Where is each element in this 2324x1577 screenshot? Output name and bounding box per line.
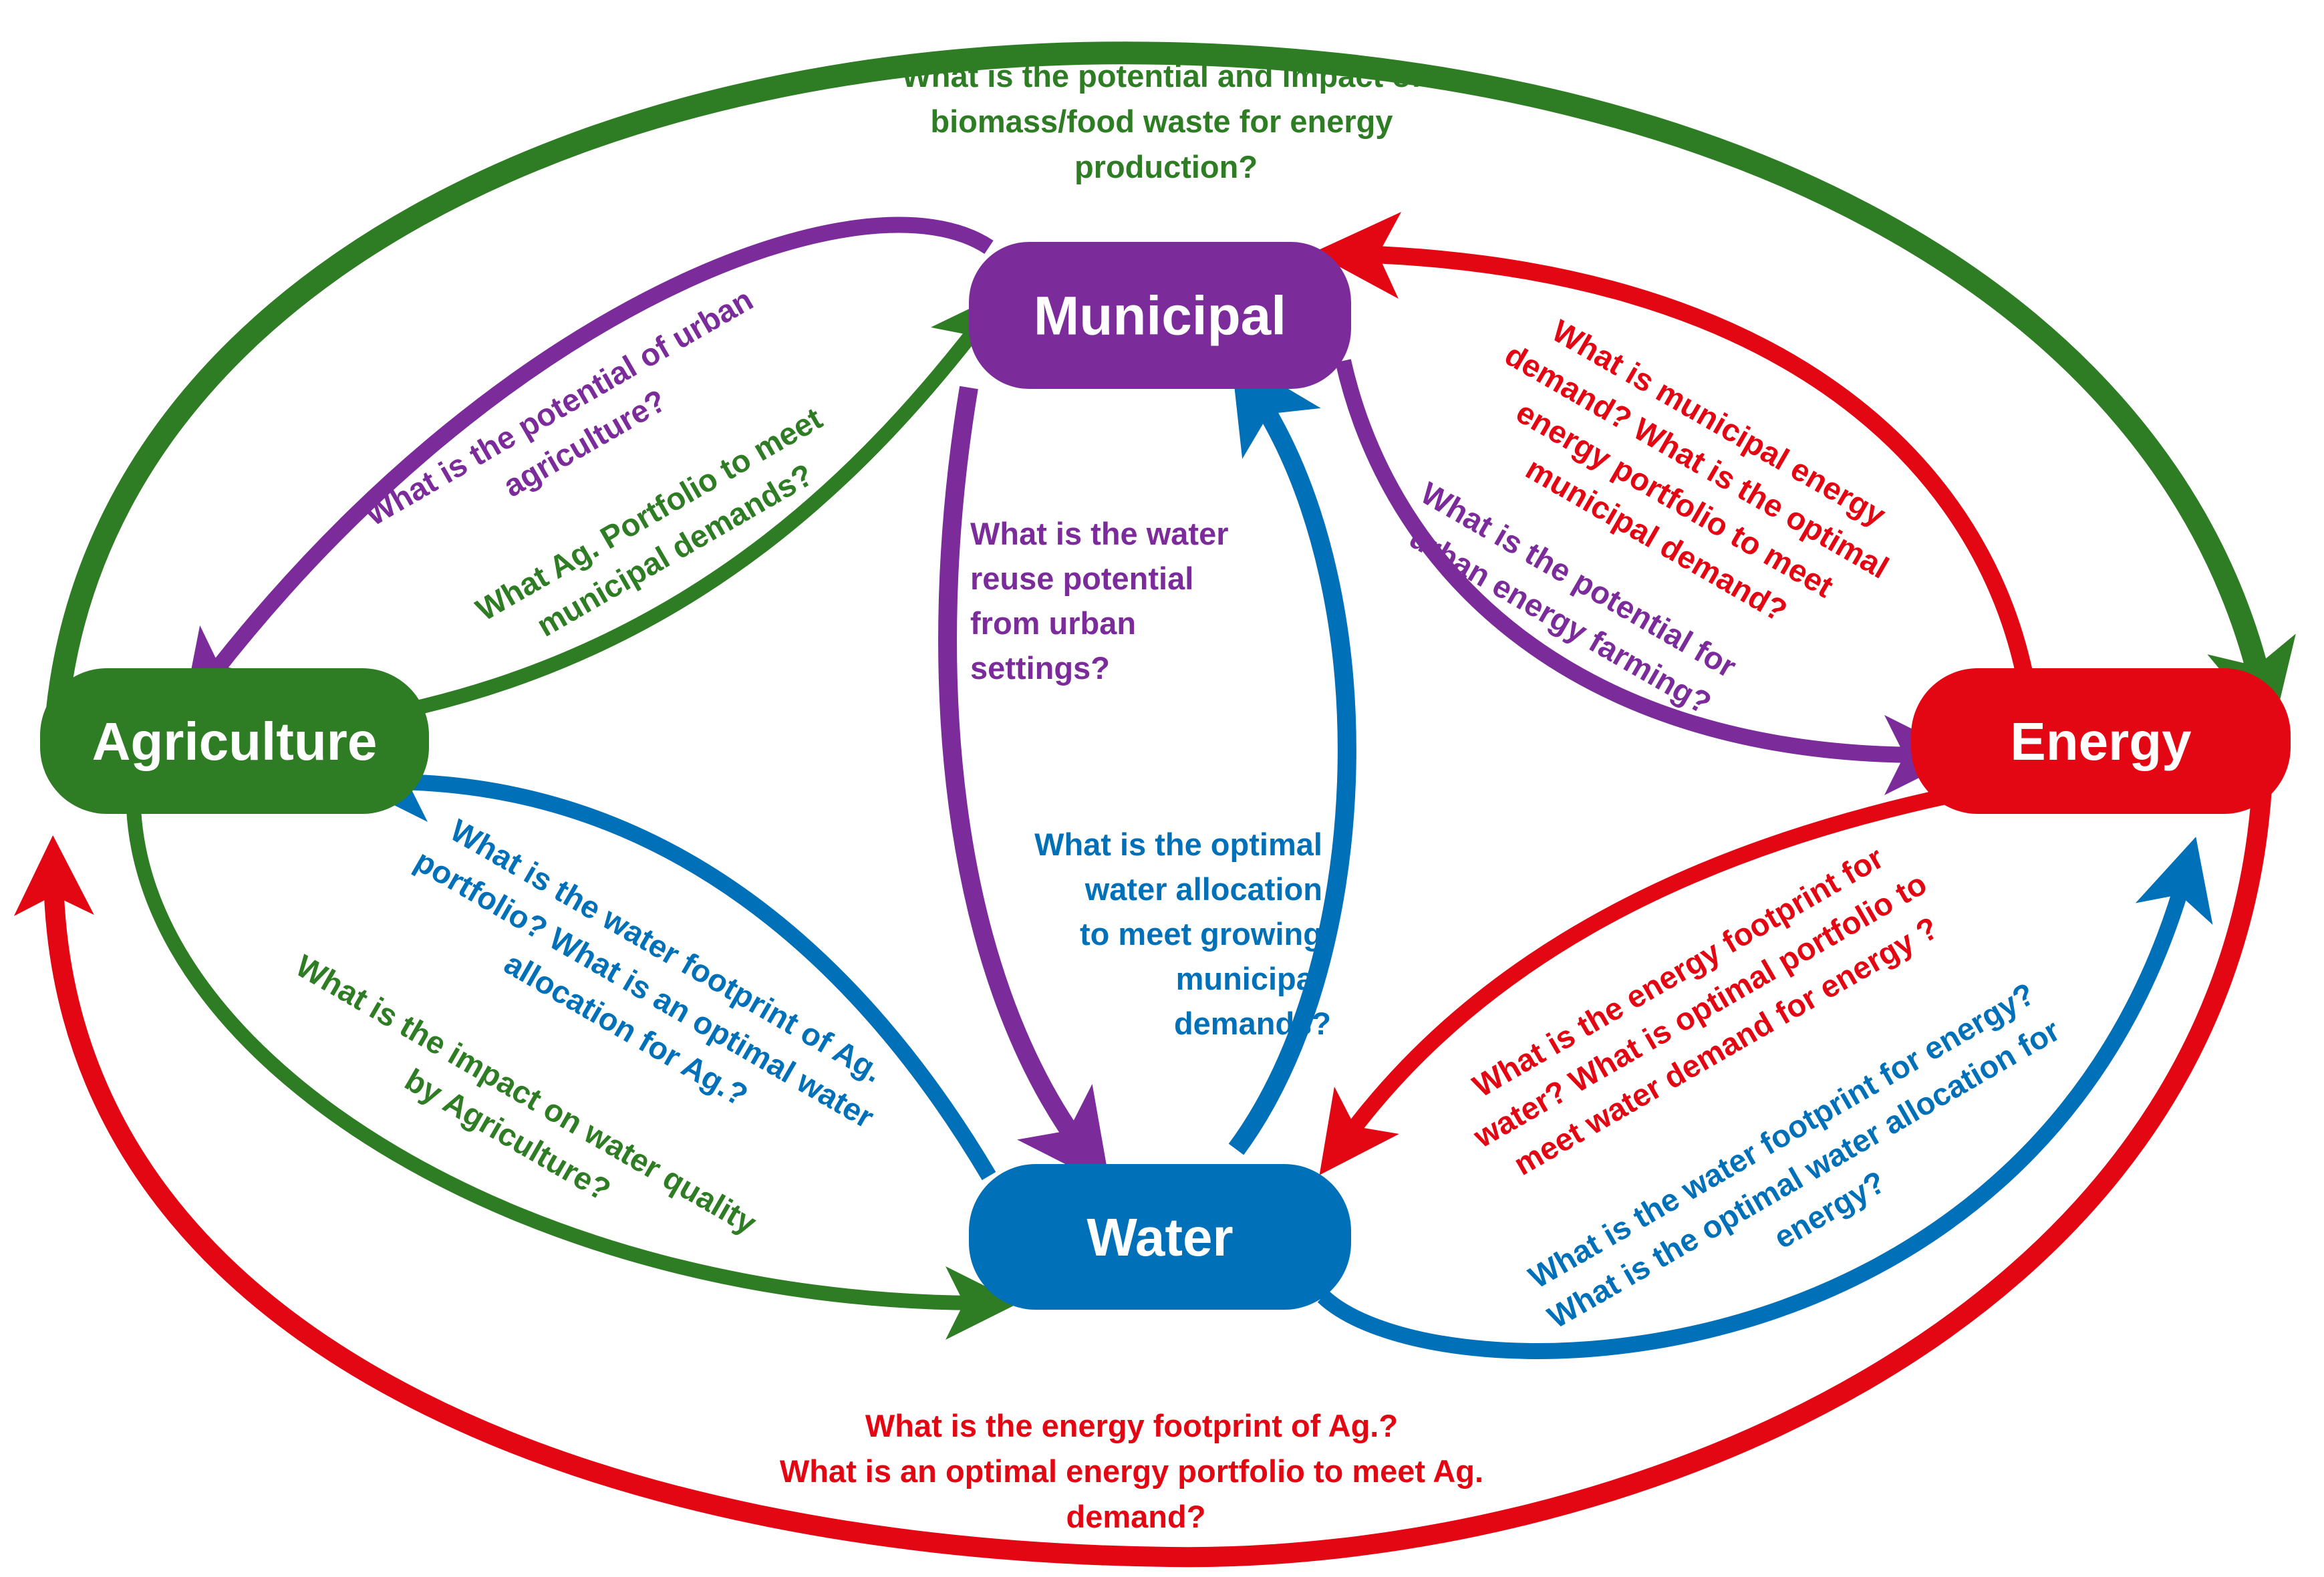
arrow-energy-to-water [1319, 787, 1953, 1175]
arrow-energy-to-municipal [1313, 212, 2033, 677]
arrow-agriculture-to-water [126, 808, 1019, 1340]
node-energy-label: Energy [2010, 712, 2192, 771]
arrow-municipal-to-energy [1335, 359, 1965, 795]
arrow-municipal-to-agriculture [182, 217, 994, 714]
question-optimal-water-municipal: What is the optimal water allocation to … [1034, 827, 1331, 1041]
node-agriculture[interactable]: Agriculture [40, 668, 429, 814]
arrow-water-to-municipal [1228, 355, 1356, 1155]
question-ag-energy: What is the energy footprint of Ag.? Wha… [780, 1408, 1492, 1534]
arrow-agriculture-to-energy [45, 41, 2296, 733]
arrow-energy-to-agriculture [13, 778, 2272, 1568]
node-water[interactable]: Water [969, 1164, 1351, 1310]
node-agriculture-label: Agriculture [92, 712, 378, 771]
node-energy[interactable]: Energy [1911, 668, 2291, 814]
question-biomass: What is the potential and impact of biom… [901, 58, 1430, 184]
node-municipal[interactable]: Municipal [969, 242, 1351, 389]
node-municipal-label: Municipal [1034, 286, 1286, 347]
arrow-water-to-agriculture [347, 742, 996, 1181]
arrow-agriculture-to-municipal [412, 291, 1005, 716]
node-water-label: Water [1086, 1207, 1233, 1267]
arrow-municipal-to-water [938, 386, 1111, 1187]
question-water-reuse: What is the water reuse potential from u… [970, 516, 1238, 686]
arrow-water-to-energy [1317, 837, 2213, 1359]
